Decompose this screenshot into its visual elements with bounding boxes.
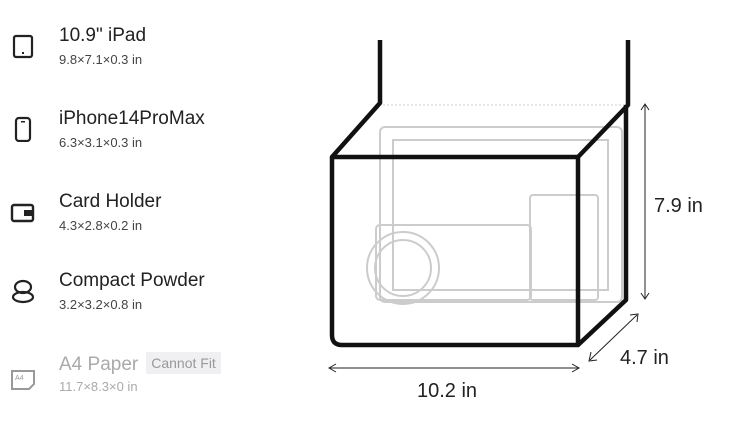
tablet-icon xyxy=(12,34,34,59)
compact-icon xyxy=(11,279,35,304)
item-dims: 9.8×7.1×0.3 in xyxy=(59,52,143,67)
width-label: 10.2 in xyxy=(417,380,478,402)
item-card-holder[interactable]: Card Holder 4.3×2.8×0.2 in xyxy=(0,191,300,241)
item-name: Card Holder xyxy=(59,191,162,212)
item-name: Compact Powder xyxy=(59,270,205,291)
phone-icon xyxy=(14,116,32,142)
paper-icon: A4 xyxy=(11,370,35,390)
item-ipad[interactable]: 10.9" iPad 9.8×7.1×0.3 in xyxy=(0,25,300,75)
item-compact-powder[interactable]: Compact Powder 3.2×3.2×0.8 in xyxy=(0,270,300,320)
wallet-icon xyxy=(10,203,35,223)
svg-text:A4: A4 xyxy=(15,375,24,382)
item-dims: 3.2×3.2×0.8 in xyxy=(59,297,143,312)
cannot-fit-badge: Cannot Fit xyxy=(146,352,221,374)
item-dims: 6.3×3.1×0.3 in xyxy=(59,135,143,150)
item-dims: 11.7×8.3×0 in xyxy=(59,379,138,394)
item-name: iPhone14ProMax xyxy=(59,108,205,129)
height-label: 7.9 in xyxy=(654,195,703,217)
item-iphone[interactable]: iPhone14ProMax 6.3×3.1×0.3 in xyxy=(0,108,300,158)
item-dims: 4.3×2.8×0.2 in xyxy=(59,218,143,233)
depth-label: 4.7 in xyxy=(620,347,669,369)
item-name: 10.9" iPad xyxy=(59,25,147,46)
